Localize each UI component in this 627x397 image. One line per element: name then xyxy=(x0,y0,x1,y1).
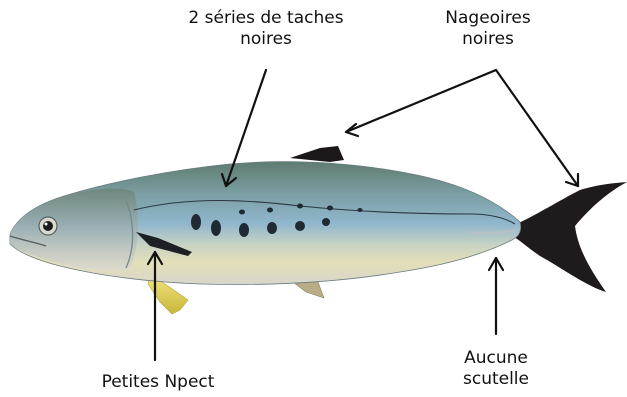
label-black-spots-line2: noires xyxy=(168,29,364,50)
label-no-scutes: Aucune scutelle xyxy=(434,348,558,390)
dorsal-fin xyxy=(290,146,344,162)
caudal-fin xyxy=(512,182,627,292)
label-black-fins-line1: Nageoires xyxy=(418,8,558,29)
label-black-fins: Nageoires noires xyxy=(418,8,558,50)
fish-pupil xyxy=(43,221,53,231)
label-no-scutes-line2: scutelle xyxy=(434,369,558,390)
label-small-pectoral-line1: Petites Npect xyxy=(78,372,238,393)
label-black-spots-line1: 2 séries de taches xyxy=(168,8,364,29)
label-black-spots: 2 séries de taches noires xyxy=(168,8,364,50)
fish-head xyxy=(10,189,138,271)
label-no-scutes-line1: Aucune xyxy=(434,348,558,369)
label-black-fins-line2: noires xyxy=(418,29,558,50)
label-small-pectoral: Petites Npect xyxy=(78,372,238,393)
